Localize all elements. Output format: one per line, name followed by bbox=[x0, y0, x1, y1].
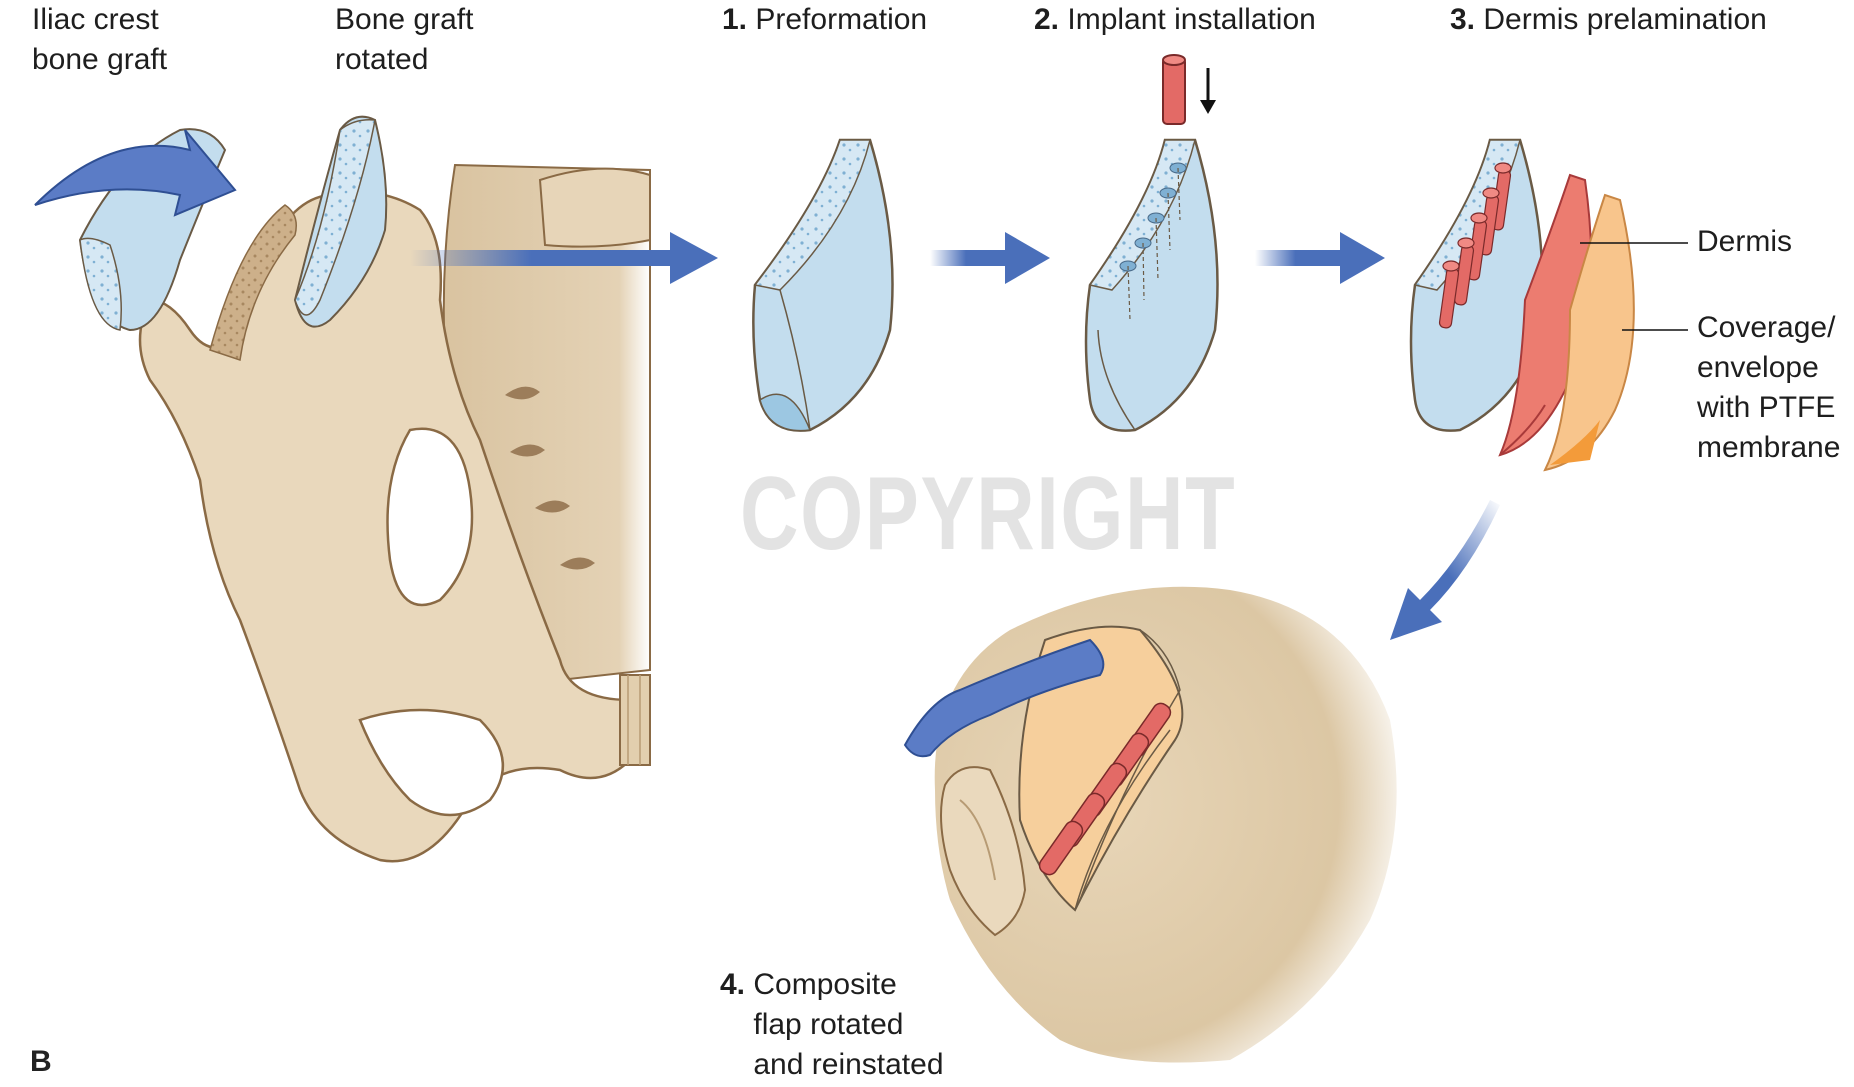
step-2-text: Implant installation bbox=[1067, 3, 1316, 36]
step-arrow-1 bbox=[410, 232, 718, 284]
label-step-3: 3. Dermis prelamination bbox=[1450, 0, 1767, 40]
pelvis bbox=[138, 163, 651, 863]
label-iliac-crest: Iliac crest bone graft bbox=[32, 3, 168, 76]
label-coverage: Coverage/ envelope with PTFE membrane bbox=[1697, 311, 1841, 464]
step-arrow-4 bbox=[1390, 500, 1500, 640]
step-3-text: Dermis prelamination bbox=[1483, 3, 1767, 36]
head-with-flap bbox=[903, 586, 1397, 1063]
panel-letter: B bbox=[30, 1045, 52, 1078]
downward-arrow bbox=[1200, 68, 1216, 114]
membrane-layer bbox=[1543, 193, 1635, 472]
step-1-text: Preformation bbox=[755, 3, 928, 36]
step-4-text: Composite flap rotated and reinstated bbox=[753, 968, 944, 1081]
label-step-4: 4. Composite flap rotated and reinstated bbox=[720, 965, 944, 1085]
step-2-number: 2. bbox=[1034, 3, 1060, 36]
graft-step-1 bbox=[752, 138, 894, 432]
step-1-number: 1. bbox=[722, 3, 748, 36]
step-4-number: 4. bbox=[720, 968, 746, 1001]
step-arrow-3 bbox=[1255, 232, 1385, 284]
iliac-graft-rotated bbox=[293, 115, 388, 328]
graft-step-3 bbox=[1409, 138, 1544, 432]
step-3-number: 3. bbox=[1450, 3, 1476, 36]
label-step-2: 2. Implant installation bbox=[1034, 0, 1316, 40]
obturator-foramen bbox=[386, 427, 474, 607]
label-bone-graft-rotated: Bone graft rotated bbox=[335, 3, 474, 76]
rotation-arrow bbox=[34, 129, 237, 217]
harvest-site bbox=[209, 204, 297, 361]
graft-step-2 bbox=[1084, 138, 1219, 432]
copyright-watermark: COPYRIGHT bbox=[740, 456, 1237, 572]
label-step-1: 1. Preformation bbox=[722, 0, 927, 40]
implant bbox=[1162, 54, 1186, 125]
label-dermis: Dermis bbox=[1697, 225, 1792, 258]
step-arrow-2 bbox=[930, 232, 1050, 284]
